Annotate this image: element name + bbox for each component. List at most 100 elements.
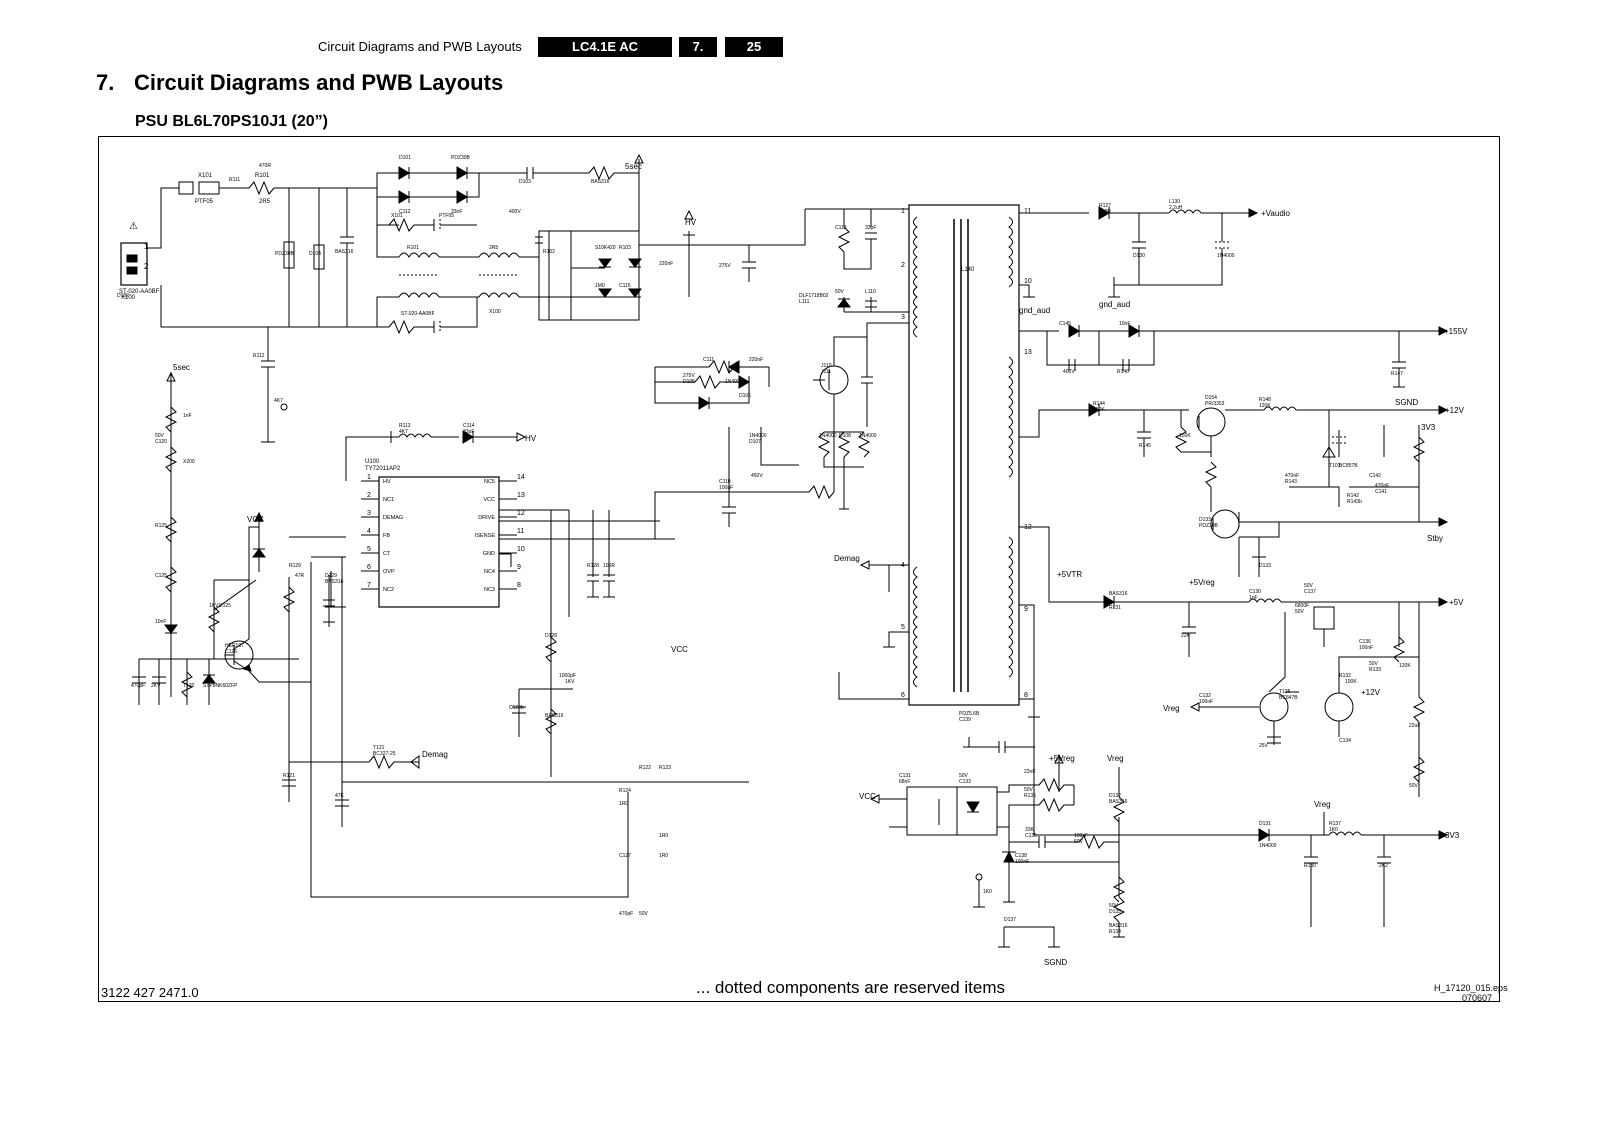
transformer-pin-primary: 3: [901, 314, 905, 321]
component-label: 1K0: [983, 889, 992, 895]
secondary-rails: [1019, 206, 1449, 927]
ic-pin-name: ISENSE: [475, 533, 496, 539]
component-label: 47R: [295, 573, 305, 579]
component-label: D131: [1259, 821, 1271, 827]
net-5sec-b: 5sec: [173, 363, 190, 372]
ic-pin-number: 7: [367, 582, 371, 589]
component-label: 2K2: [1379, 863, 1388, 869]
component-label: 4K7: [274, 398, 283, 404]
transformer-pin-primary: 2: [901, 262, 905, 269]
component-label: 1M0: [595, 283, 605, 289]
ic-pin-number: 1: [367, 474, 371, 481]
component-label: 50V: [1369, 661, 1379, 667]
component-label: T101: [1329, 463, 1341, 469]
ic-pin-name: OVP: [383, 569, 395, 575]
net-3v3: 3V3: [1445, 831, 1460, 840]
net-sgnd-bottom: SGND: [1044, 958, 1067, 967]
ic-pin-name: GND: [483, 551, 495, 557]
transformer-pin-secondary: 8: [1024, 692, 1028, 699]
startup-section: [132, 371, 749, 898]
net-demag-1: Demag: [834, 554, 860, 563]
connector-name: ST-020-AA0BF: [119, 289, 160, 295]
component-label: R137: [1329, 821, 1341, 827]
component-label: D129: [325, 573, 337, 579]
component-label: BAS316: [545, 713, 564, 719]
component-label: C120b: [509, 705, 524, 711]
component-label: R135: [1024, 793, 1036, 799]
component-label: C131: [899, 773, 911, 779]
net-155v: +155V: [1444, 327, 1468, 336]
component-label: C112: [399, 209, 411, 215]
component-label: BAS316: [1109, 799, 1128, 805]
net-stby: Stby: [1427, 534, 1443, 543]
net-5v: +5V: [1449, 598, 1464, 607]
ic-body: [378, 476, 500, 608]
component-label: 22K: [1181, 633, 1191, 639]
component-label: R111: [229, 177, 240, 183]
component-label: 33pF: [463, 429, 474, 435]
ic-pin-number: 4: [367, 528, 371, 535]
component-label: BAS316: [335, 249, 354, 255]
component-label: PDZ30B: [275, 251, 295, 257]
connector-ref: X100: [121, 295, 136, 301]
component-label: 150K: [1093, 407, 1105, 413]
component-label: C126: [225, 649, 237, 655]
component-label: 1KV: [565, 679, 575, 685]
component-label: 100nF: [1074, 833, 1088, 839]
warning-icon: ⚠: [129, 221, 138, 232]
ic-pin-name: NC5: [484, 479, 495, 485]
schematic-diagram: 1 2 ST-020-AA0BF X100 ⚠ X101 PTF05 R101 …: [117, 153, 1468, 967]
ic-pin-number: 8: [517, 582, 521, 589]
component-label: ST-020-AA0BF: [401, 311, 435, 317]
component-label: R127: [1099, 203, 1111, 209]
component-label: 47K: [335, 793, 345, 799]
component-label: 120K: [1399, 663, 1411, 669]
component-label: BC327-25: [373, 751, 396, 757]
component-label: 1R0: [619, 801, 628, 807]
component-label: C142: [1369, 473, 1381, 479]
ic-pin-name: DRIVE: [478, 515, 495, 521]
header-model-badge: LC4.1E AC: [538, 37, 672, 57]
component-label: X200: [183, 459, 195, 465]
component-label: C135: [1025, 833, 1037, 839]
component-label: 33nF: [451, 209, 462, 215]
component-label: R145: [1139, 443, 1151, 449]
net-vreg-1: Vreg: [1163, 704, 1180, 713]
component-label: 50V: [1409, 783, 1419, 789]
component-label: R124: [619, 788, 631, 794]
net-hv-1: HV: [685, 218, 697, 227]
net-vcc-1: VCC: [247, 515, 264, 524]
component-label: 50V: [1074, 839, 1084, 845]
ic-pin-number: 3: [367, 510, 371, 517]
component-label: PTF05: [439, 213, 454, 219]
component-label: 1KV: [209, 603, 219, 609]
component-label: 50V: [639, 911, 649, 917]
component-label: C114: [463, 423, 475, 429]
component-label: D105: [683, 379, 695, 385]
component-label: L111: [799, 299, 810, 305]
component-label: L130: [1169, 199, 1180, 205]
component-label: T120: [183, 683, 195, 689]
component-label: D130: [1133, 253, 1145, 259]
component-label: T135: [1279, 689, 1291, 695]
net-gnd-aud-2: gnd_aud: [1099, 300, 1130, 309]
component-label: C133: [959, 779, 971, 785]
component-label: 2R5: [489, 245, 498, 251]
net-demag-2: Demag: [422, 750, 448, 759]
component-label: C137: [1304, 589, 1316, 595]
net-12v-b: +12V: [1361, 688, 1381, 697]
component-label: BC847B: [1279, 695, 1298, 701]
component-label: R130: [1304, 863, 1316, 869]
component-label: 10nF: [1119, 321, 1130, 327]
component-label: 25V: [1259, 743, 1269, 749]
header-page-badge: 25: [725, 37, 783, 57]
component-label: C125: [155, 573, 167, 579]
component-label: R122: [639, 765, 651, 771]
component-label: 50V: [1295, 609, 1305, 615]
file-date: 070607: [1462, 993, 1493, 1003]
component-label: C134: [1339, 738, 1351, 744]
primary-switch: [654, 208, 909, 539]
component-label: D103: [519, 179, 531, 185]
component-label: D128: [545, 633, 557, 639]
